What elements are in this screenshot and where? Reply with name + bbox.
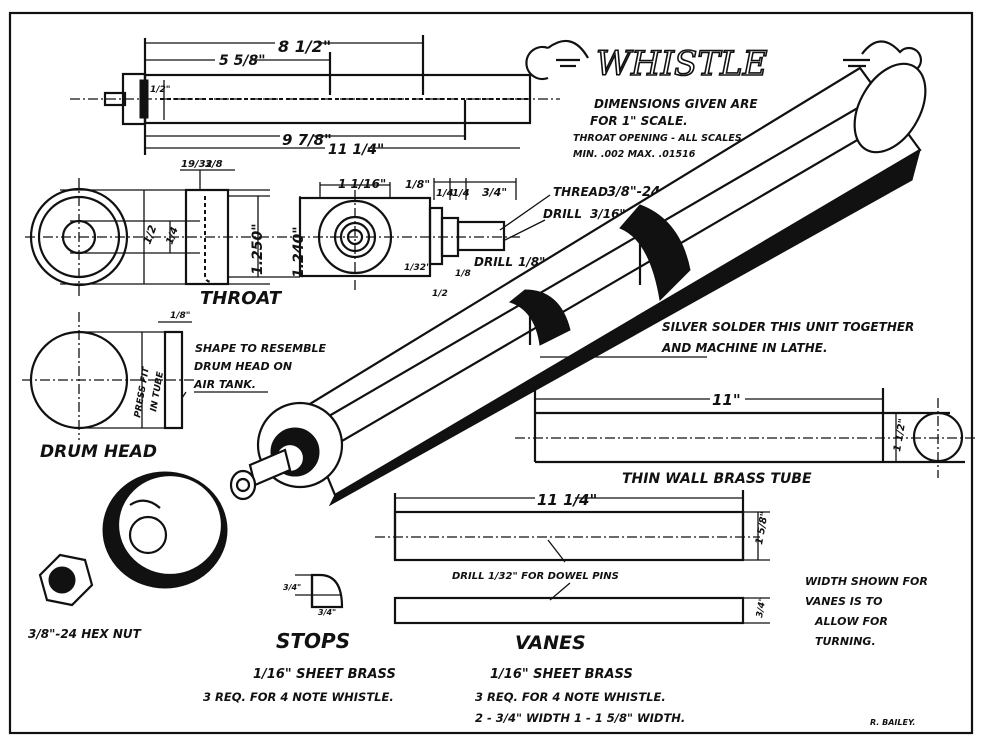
solder-note-1: SILVER SOLDER THIS UNIT TOGETHER	[662, 320, 914, 334]
stops-dim-2: 3/4"	[318, 608, 336, 617]
drum-note-2: DRUM HEAD ON	[194, 360, 292, 373]
dim-small: 1/2"	[150, 85, 171, 95]
scale-note-1: DIMENSIONS GIVEN ARE	[594, 97, 758, 111]
title-block: WHISTLE DIMENSIONS GIVEN ARE FOR 1" SCAL…	[525, 39, 923, 160]
stops-required: 3 REQ. FOR 4 NOTE WHISTLE.	[203, 690, 394, 704]
throat-views: 1/2 1/4 19/32 3/8 1.250" 1.240" THROAT 1…	[25, 159, 660, 309]
throat-dim-1250: 1.250"	[250, 223, 266, 275]
vanes-required: 3 REQ. FOR 4 NOTE WHISTLE.	[475, 690, 666, 704]
throat-dim-3-8: 3/8	[205, 159, 223, 170]
vane-width-note-4: TURNING.	[815, 635, 876, 648]
vanes-label: VANES	[515, 632, 586, 654]
drum-head-dim: 1/8"	[170, 311, 191, 321]
throat-opening-note-2: MIN. .002 MAX. .01516	[573, 149, 696, 160]
vanes-material: 1/16" SHEET BRASS	[490, 667, 633, 682]
hex-nut-label: 3/8"-24 HEX NUT	[28, 627, 142, 641]
vanes-widths: 2 - 3/4" WIDTH 1 - 1 5/8" WIDTH.	[475, 711, 685, 725]
throat-dim-q3: 3/4"	[482, 186, 507, 199]
throat-dim-1-4: 1/4	[164, 226, 180, 246]
drum-note-3: AIR TANK.	[193, 378, 256, 391]
throat-dim-1-32: 1/32"	[404, 263, 431, 273]
drawing-border	[8, 11, 974, 735]
dim-8-1-2: 8 1/2"	[278, 37, 331, 56]
drum-note-1: SHAPE TO RESEMBLE	[195, 342, 326, 355]
throat-label: THROAT	[200, 288, 283, 309]
solder-note-2: AND MACHINE IN LATHE.	[661, 341, 828, 355]
stops-material: 1/16" SHEET BRASS	[253, 667, 396, 682]
throat-dim-1-2b: 1/2	[432, 289, 448, 299]
vane-width-note-2: VANES IS TO	[805, 595, 882, 608]
thread-value: 3/8"-24	[607, 185, 660, 200]
dim-5-5-8: 5 5/8"	[219, 53, 266, 69]
signature: R. BAILEY.	[870, 718, 915, 727]
drum-head-label: DRUM HEAD	[40, 442, 157, 462]
tube-label: THIN WALL BRASS TUBE	[622, 471, 812, 487]
press-fit-2: IN TUBE	[149, 370, 166, 412]
throat-dim-1-2: 1/2	[141, 223, 160, 246]
assembly-section-view: 8 1/2" 5 5/8" 1/2" 9 7/8" 11 1/4"	[70, 35, 560, 158]
tube-diameter: 1 1/2"	[892, 418, 909, 453]
dim-11-1-4: 11 1/4"	[328, 142, 384, 158]
title-flourish-left	[525, 45, 549, 81]
throat-dim-q1: 1/4	[436, 188, 454, 199]
dim-9-7-8: 9 7/8"	[282, 131, 332, 149]
drill2-label: DRILL	[474, 255, 513, 269]
vane-width-note-3: ALLOW FOR	[814, 615, 888, 628]
vane-width-narrow: 3/4"	[755, 597, 768, 619]
throat-opening-note-1: THROAT OPENING - ALL SCALES	[573, 133, 742, 144]
vane-length: 11 1/4"	[537, 491, 597, 509]
thread-label: THREAD	[553, 185, 608, 199]
title: WHISTLE	[596, 44, 768, 84]
vanes-view: 11 1/4" 1 5/8" DRILL 1/32" FOR DOWEL PIN…	[375, 490, 771, 725]
throat-dim-1-1-16: 1 1/16"	[338, 177, 386, 191]
throat-dim-q2: 1/4	[452, 188, 470, 199]
vane-width-wide: 1 5/8"	[754, 511, 771, 546]
stops-label: STOPS	[276, 629, 350, 653]
stops-dim-1: 3/4"	[283, 583, 301, 592]
brass-tube-view: 11" 1 1/2" THIN WALL BRASS TUBE	[515, 388, 975, 487]
throat-dim-1-8b: 1/8	[455, 269, 471, 279]
vane-width-note-1: WIDTH SHOWN FOR	[805, 575, 928, 588]
stops-view: 3/4" 3/4" STOPS 1/16" SHEET BRASS 3 REQ.…	[203, 573, 396, 704]
scale-note-2: FOR 1" SCALE.	[590, 114, 688, 128]
throat-dim-19-32: 19/32	[181, 159, 213, 170]
drum-head-view: 1/8" PRESS FIT IN TUBE SHAPE TO RESEMBLE…	[22, 311, 326, 462]
throat-dim-1-8: 1/8"	[405, 178, 430, 191]
dowel-note: DRILL 1/32" FOR DOWEL PINS	[452, 571, 619, 582]
tube-length: 11"	[712, 391, 741, 409]
drill-label: DRILL	[543, 207, 582, 221]
whistle-isometric	[38, 62, 927, 607]
